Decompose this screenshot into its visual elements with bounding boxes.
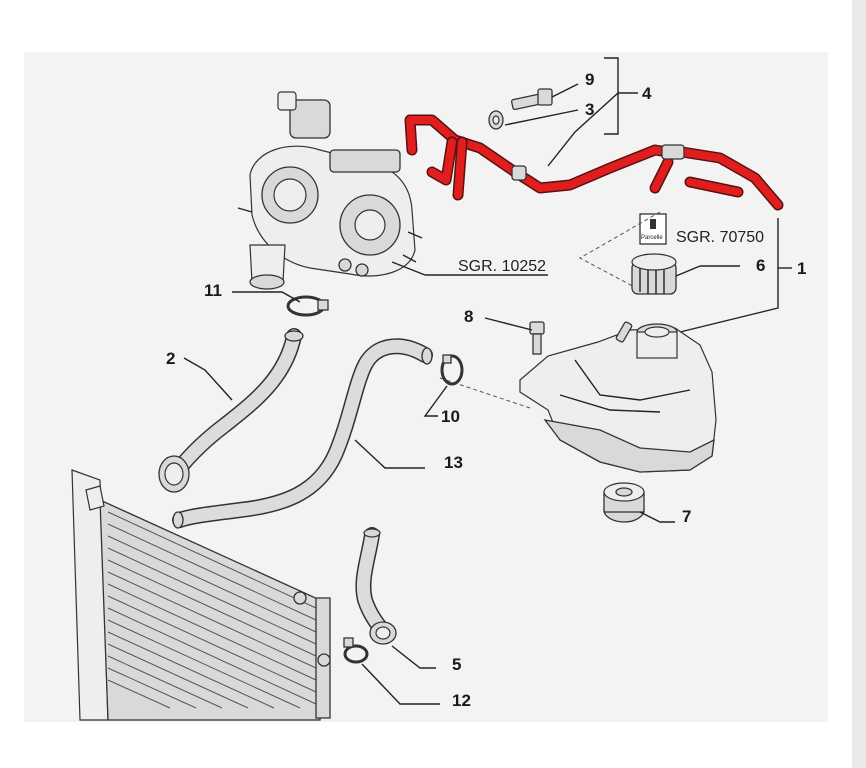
svg-text:Parcelle: Parcelle xyxy=(641,235,663,241)
radiator[interactable] xyxy=(71,469,331,721)
callout-10: 10 xyxy=(441,407,460,426)
leader-sgr-10252 xyxy=(391,261,426,276)
clamp-12[interactable] xyxy=(343,637,369,664)
sgr-70750-label: SGR. 70750 xyxy=(676,229,764,246)
hose-2[interactable] xyxy=(158,328,304,493)
callout-4: 4 xyxy=(642,84,652,103)
clamp-11[interactable] xyxy=(286,295,329,317)
scrollbar-strip[interactable] xyxy=(852,0,866,768)
callout-7: 7 xyxy=(682,507,691,526)
clamp-10[interactable] xyxy=(440,354,464,386)
callout-3: 3 xyxy=(585,100,594,119)
turbocharger xyxy=(237,91,423,290)
grommet-7[interactable] xyxy=(603,482,645,523)
callout-13: 13 xyxy=(444,453,463,472)
cap-6[interactable] xyxy=(631,253,677,295)
bolt-8[interactable] xyxy=(529,321,545,355)
hose-13[interactable] xyxy=(172,338,433,529)
callout-6: 6 xyxy=(756,256,765,275)
expansion-tank[interactable] xyxy=(519,321,717,473)
highlighted-coolant-pipe[interactable] xyxy=(404,114,784,211)
callout-2: 2 xyxy=(166,349,175,368)
callout-12: 12 xyxy=(452,691,471,710)
callout-11: 11 xyxy=(204,281,222,300)
hose-5[interactable] xyxy=(355,527,397,645)
callout-8: 8 xyxy=(464,307,473,326)
callout-9: 9 xyxy=(585,70,594,89)
sgr-10252-label: SGR. 10252 xyxy=(458,258,546,275)
washer-3[interactable] xyxy=(488,110,504,130)
callout-5: 5 xyxy=(452,655,461,674)
callout-1: 1 xyxy=(797,259,806,278)
bolt-9[interactable] xyxy=(510,88,553,111)
